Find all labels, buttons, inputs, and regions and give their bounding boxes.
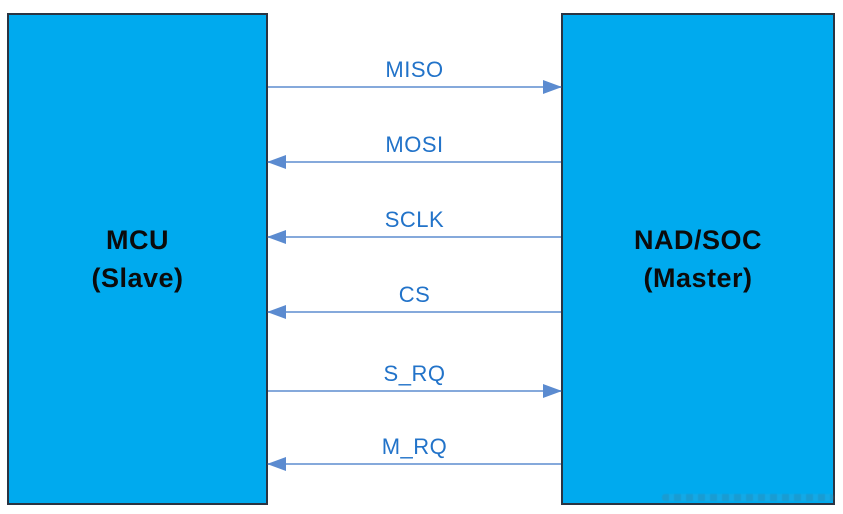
arrow-head-right-icon <box>543 384 562 398</box>
signal-row: S_RQ <box>268 361 562 398</box>
arrow-head-left-icon <box>267 155 286 169</box>
signal-row: MOSI <box>267 132 561 169</box>
arrow-head-left-icon <box>267 457 286 471</box>
signal-line <box>267 305 561 319</box>
signal-label: CS <box>398 282 431 307</box>
signal-line <box>267 155 561 169</box>
nad-soc-box-role: (Master) <box>643 263 753 293</box>
signal-row: M_RQ <box>267 434 561 471</box>
signal-channel: MISO MOSI SCLK CS S_RQ M_RQ <box>267 0 562 514</box>
signal-row: SCLK <box>267 207 561 244</box>
signal-label: SCLK <box>384 207 445 232</box>
signal-label: MOSI <box>385 132 444 157</box>
signal-row: MISO <box>268 57 562 94</box>
nad-soc-box-title: NAD/SOC <box>633 225 762 255</box>
watermark-smudge <box>662 494 834 501</box>
signal-label: M_RQ <box>381 434 448 459</box>
nad-soc-master-box: NAD/SOC (Master) <box>561 13 835 505</box>
signal-line <box>267 457 561 471</box>
signal-line <box>268 384 562 398</box>
signal-label: MISO <box>385 57 444 82</box>
mcu-box-role: (Slave) <box>91 263 184 293</box>
signal-label: S_RQ <box>383 361 446 386</box>
arrow-head-left-icon <box>267 230 286 244</box>
mcu-slave-box: MCU (Slave) <box>7 13 268 505</box>
mcu-box-title: MCU <box>106 225 169 255</box>
arrow-head-right-icon <box>543 80 562 94</box>
signal-row: CS <box>267 282 561 319</box>
signal-line <box>268 80 562 94</box>
arrow-head-left-icon <box>267 305 286 319</box>
signal-line <box>267 230 561 244</box>
